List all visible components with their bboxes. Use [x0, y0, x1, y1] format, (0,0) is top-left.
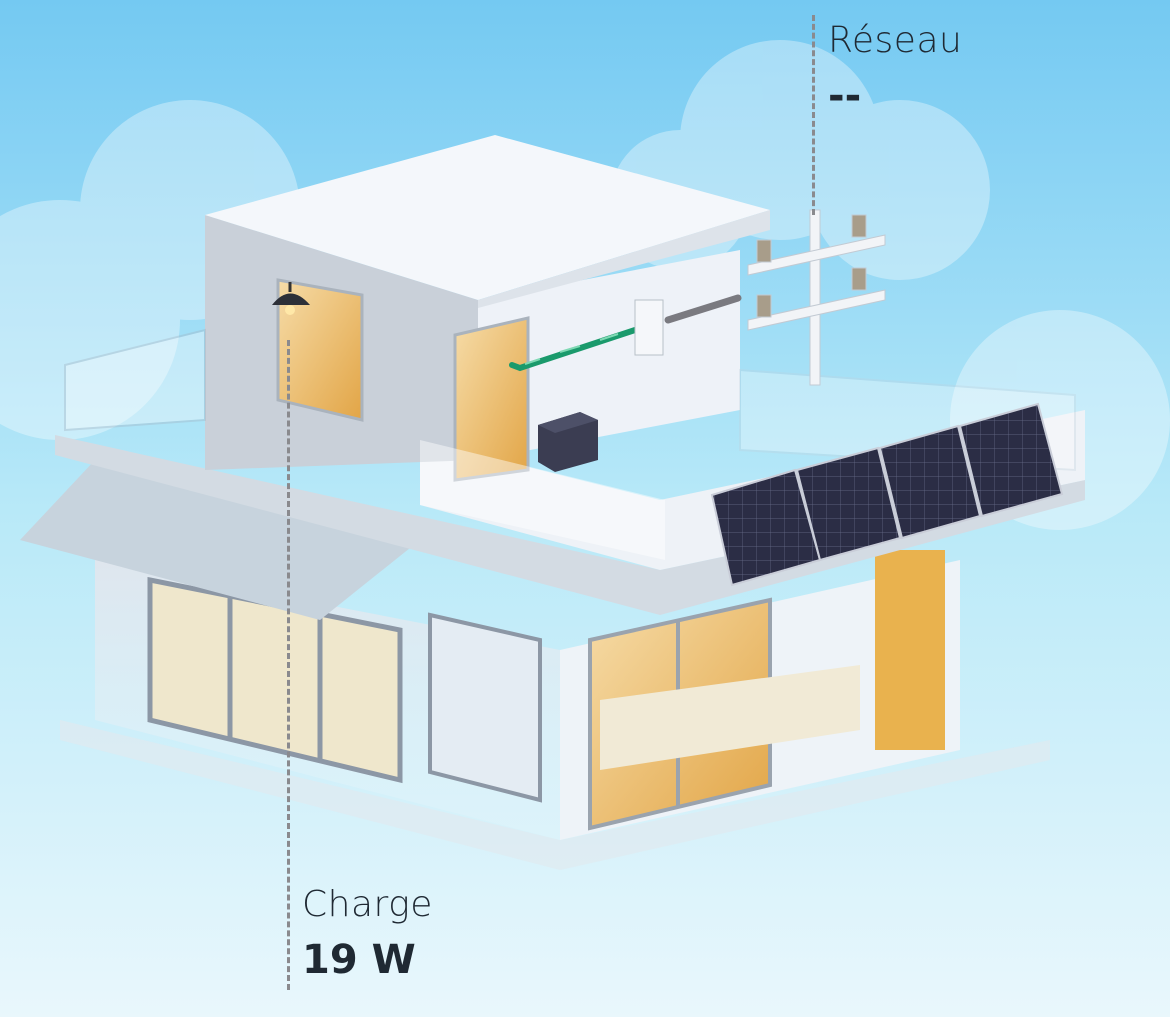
lamp-icon	[272, 282, 310, 315]
load-label: Charge	[302, 884, 433, 925]
solar-panels	[710, 402, 1064, 587]
load-value: 19 W	[302, 937, 416, 983]
load-connector-line	[287, 340, 290, 990]
grid-value: --	[828, 73, 862, 119]
grid-connector-line	[812, 15, 815, 215]
load-readout[interactable]: Charge 19 W	[302, 884, 433, 983]
utility-pole-icon	[747, 209, 886, 386]
battery-station-icon	[538, 412, 598, 472]
grid-label: Réseau	[828, 20, 963, 61]
grid-readout[interactable]: Réseau --	[828, 20, 962, 119]
